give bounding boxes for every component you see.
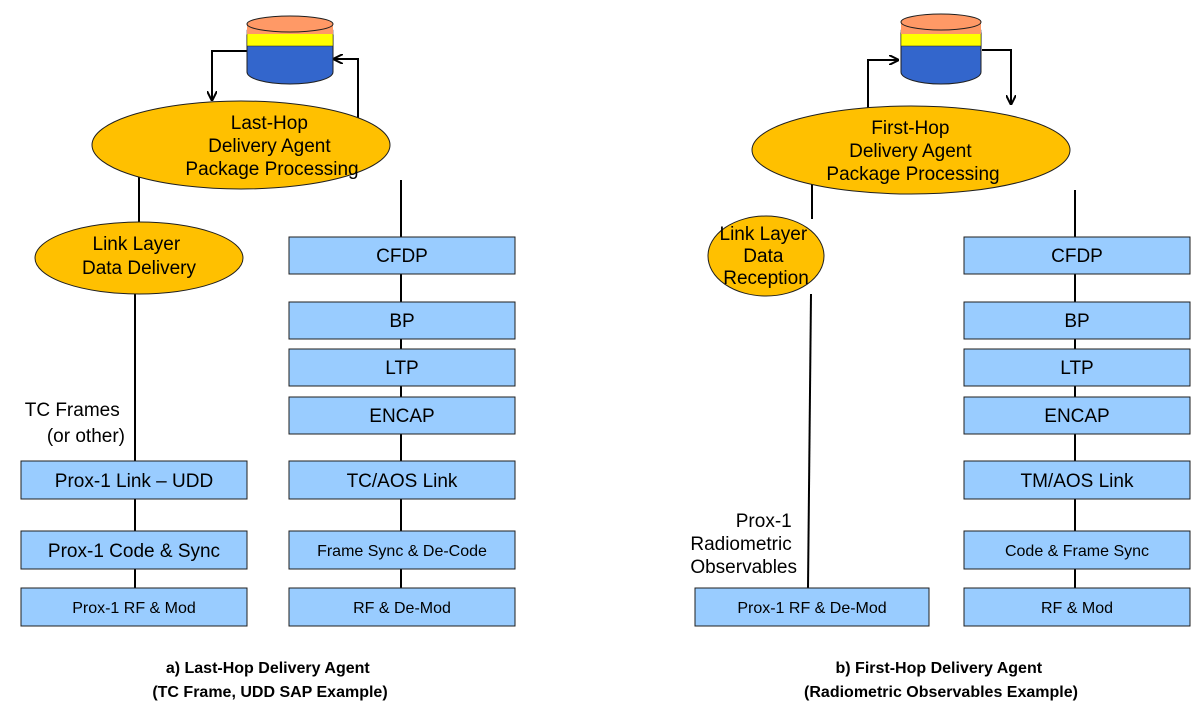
svg-text:Last-Hop Delivery Agen: Last-Hop Delivery Agent Package Processi… [185, 113, 358, 180]
panel-b: First-Hop Delivery Agent Package Process… [690, 13, 1191, 701]
svg-text:Prox-1 Link – UDD: Prox-1 Link – UDD [55, 471, 213, 492]
svg-text:LTP: LTP [385, 358, 418, 379]
svg-text:Code & Frame Sync: Code & Frame Sync [1005, 543, 1149, 560]
svg-text:RF & De-Mod: RF & De-Mod [353, 600, 451, 617]
database-icon [246, 15, 334, 85]
protocol-stack: CFDP BP LTP ENCAP TC/AOS Link Frame Sync… [288, 236, 516, 627]
layer-box-bp: BP [288, 301, 516, 340]
svg-text:RF & Mod: RF & Mod [1041, 600, 1113, 617]
layer-box-sync: Frame Sync & De-Code [288, 530, 516, 570]
prox-rf-box: Prox-1 RF & Mod [20, 587, 248, 627]
layer-box-link: TM/AOS Link [963, 460, 1191, 500]
layer-box-cfdp: CFDP [288, 236, 516, 275]
database-icon [900, 13, 982, 85]
link-layer-ellipse: Link Layer Data Reception [707, 215, 825, 297]
layer-box-sync: Code & Frame Sync [963, 530, 1191, 570]
svg-text:LTP: LTP [1060, 358, 1093, 379]
prox-rf-box: Prox-1 RF & De-Mod [694, 587, 930, 627]
panel-a: Last-Hop Delivery Agent Package Processi… [20, 15, 516, 701]
svg-text:BP: BP [1064, 311, 1089, 332]
protocol-stack: CFDP BP LTP ENCAP TM/AOS Link Code & Fra… [963, 236, 1191, 627]
layer-box-rf: RF & De-Mod [288, 587, 516, 627]
delivery-agent-ellipse: Last-Hop Delivery Agent Package Processi… [91, 100, 391, 190]
frames-label: TC Frames (or other) [25, 400, 125, 447]
prox-link-box: Prox-1 Link – UDD [20, 460, 248, 500]
agent-line-2: Delivery Agent [849, 141, 972, 162]
agent-line-2: Delivery Agent [208, 136, 331, 157]
link-layer-line-1: Link Layer [93, 234, 181, 255]
agent-line-3: Package Processing [185, 159, 358, 180]
svg-text:Link Layer Data: Link Layer Data Reception [720, 224, 813, 289]
svg-text:First-Hop Delivery Age: First-Hop Delivery Agent Package Process… [826, 118, 999, 185]
delivery-agent-ellipse: First-Hop Delivery Agent Package Process… [751, 105, 1071, 195]
link-layer-line-1: Link Layer [720, 224, 808, 245]
layer-box-bp: BP [963, 301, 1191, 340]
svg-text:CFDP: CFDP [376, 246, 428, 267]
panel-a-connectors [134, 50, 402, 588]
svg-text:Prox-1 RF & Mod: Prox-1 RF & Mod [72, 600, 196, 617]
layer-box-rf: RF & Mod [963, 587, 1191, 627]
agent-line-1: First-Hop [871, 118, 949, 139]
layer-box-ltp: LTP [963, 348, 1191, 387]
observables-label: Prox-1 Radiometric Observables [690, 511, 797, 578]
svg-text:TC/AOS Link: TC/AOS Link [347, 471, 458, 492]
svg-text:Prox-1 RF & De-Mod: Prox-1 RF & De-Mod [737, 600, 886, 617]
layer-box-cfdp: CFDP [963, 236, 1191, 275]
layer-box-ltp: LTP [288, 348, 516, 387]
svg-text:BP: BP [389, 311, 414, 332]
caption-b: b) First-Hop Delivery Agent (Radiometric… [804, 660, 1078, 701]
svg-text:Frame Sync & De-Code: Frame Sync & De-Code [317, 543, 487, 560]
svg-text:Link Layer Data Delive: Link Layer Data Delivery [82, 234, 197, 279]
svg-text:ENCAP: ENCAP [369, 406, 434, 427]
svg-text:Prox-1 Code & Sync: Prox-1 Code & Sync [48, 541, 220, 562]
agent-line-3: Package Processing [826, 164, 999, 185]
layer-box-encap: ENCAP [288, 396, 516, 435]
svg-text:CFDP: CFDP [1051, 246, 1103, 267]
link-layer-ellipse: Link Layer Data Delivery [34, 221, 244, 295]
layer-box-encap: ENCAP [963, 396, 1191, 435]
link-layer-line-2: Data Delivery [82, 258, 197, 279]
caption-a: a) Last-Hop Delivery Agent (TC Frame, UD… [152, 660, 387, 701]
link-layer-line-2: Data [743, 246, 784, 267]
svg-text:TM/AOS Link: TM/AOS Link [1021, 471, 1134, 492]
prox-code-sync-box: Prox-1 Code & Sync [20, 530, 248, 570]
agent-line-1: Last-Hop [231, 113, 308, 134]
layer-box-link: TC/AOS Link [288, 460, 516, 500]
panel-b-connectors [807, 49, 1076, 589]
prox-1-stack: Prox-1 Link – UDD Prox-1 Code & Sync Pro… [20, 460, 248, 627]
svg-text:ENCAP: ENCAP [1044, 406, 1109, 427]
link-layer-line-3: Reception [723, 268, 809, 289]
prox-1-stack: Prox-1 RF & De-Mod [694, 587, 930, 627]
